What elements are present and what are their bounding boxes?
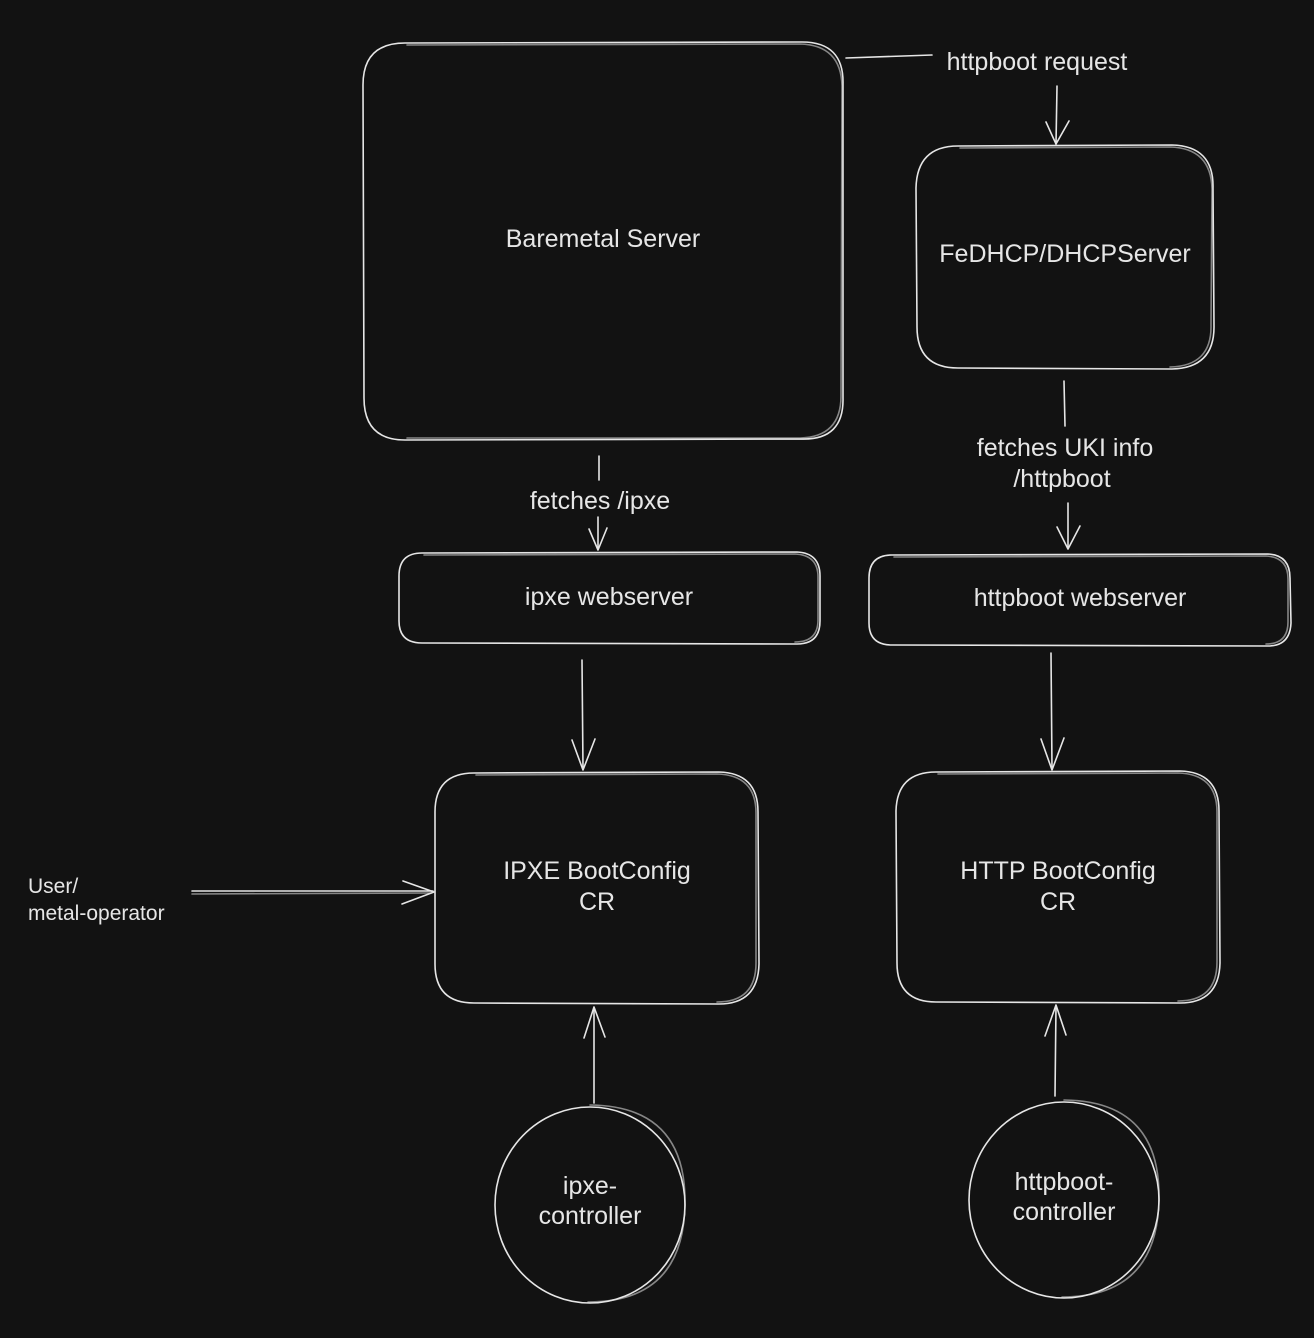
- baremetal-server-label: Baremetal Server: [506, 225, 701, 253]
- httpboot-controller-label-line2: controller: [1013, 1198, 1116, 1226]
- http-bootconfig-label-line1: HTTP BootConfig: [960, 857, 1155, 885]
- http-bootconfig-label-line2: CR: [1040, 888, 1076, 916]
- ipxe-controller-label-line1: ipxe-: [563, 1172, 617, 1200]
- httpboot-controller-to-bootconfig-edge: [1044, 1004, 1067, 1097]
- ipxe-webserver-node[interactable]: ipxe webserver: [398, 551, 821, 645]
- httpboot-controller-arrowhead-icon: [1044, 1004, 1067, 1037]
- baremetal-server-node[interactable]: Baremetal Server: [362, 41, 844, 441]
- ipxe-controller-label-line2: controller: [539, 1202, 642, 1230]
- httpboot-controller-node[interactable]: httpboot- controller: [968, 1099, 1160, 1299]
- user-operator-label-line1: User/: [28, 875, 78, 898]
- httpboot-controller-label-line1: httpboot-: [1015, 1168, 1114, 1196]
- user-operator-label-line2: metal-operator: [28, 902, 165, 925]
- fetches-uki-label-line2: /httpboot: [1013, 465, 1110, 493]
- fetches-uki-arrowhead-icon: [1056, 525, 1081, 550]
- http-bootconfig-node[interactable]: HTTP BootConfig CR: [895, 770, 1221, 1004]
- fetches-ipxe-edge: fetches /ipxe: [530, 455, 670, 551]
- fetches-uki-edge: fetches UKI info /httpboot: [977, 380, 1153, 550]
- httpboot-webserver-node[interactable]: httpboot webserver: [868, 553, 1292, 647]
- ipxe-bootconfig-label-line2: CR: [579, 888, 615, 916]
- fetches-uki-label-line1: fetches UKI info: [977, 434, 1153, 462]
- ipxe-bootconfig-node[interactable]: IPXE BootConfig CR: [434, 771, 760, 1005]
- ipxe-bootconfig-label-line1: IPXE BootConfig: [503, 857, 691, 885]
- dhcp-server-node[interactable]: FeDHCP/DHCPServer: [915, 144, 1215, 370]
- ipxe-controller-node[interactable]: ipxe- controller: [494, 1104, 686, 1304]
- ipxe-bootconfig-arrowhead-icon: [571, 738, 596, 771]
- httpboot-request-label: httpboot request: [947, 48, 1128, 76]
- httpboot-request-edge: httpboot request: [845, 48, 1128, 145]
- httpboot-request-arrowhead-icon: [1045, 120, 1070, 145]
- fetches-ipxe-label: fetches /ipxe: [530, 487, 670, 515]
- dhcp-server-label: FeDHCP/DHCPServer: [939, 240, 1190, 268]
- httpboot-webserver-to-bootconfig-edge: [1040, 652, 1065, 771]
- ipxe-controller-arrowhead-icon: [583, 1006, 606, 1039]
- ipxe-webserver-label: ipxe webserver: [525, 583, 693, 611]
- ipxe-controller-to-bootconfig-edge: [583, 1006, 606, 1104]
- user-operator-edge: User/ metal-operator: [28, 875, 435, 925]
- user-operator-arrowhead-icon: [401, 880, 435, 905]
- httpboot-webserver-label: httpboot webserver: [974, 584, 1187, 612]
- ipxe-webserver-to-bootconfig-edge: [571, 659, 596, 771]
- http-bootconfig-arrowhead-icon: [1040, 737, 1065, 771]
- fetches-ipxe-arrowhead-icon: [588, 527, 608, 551]
